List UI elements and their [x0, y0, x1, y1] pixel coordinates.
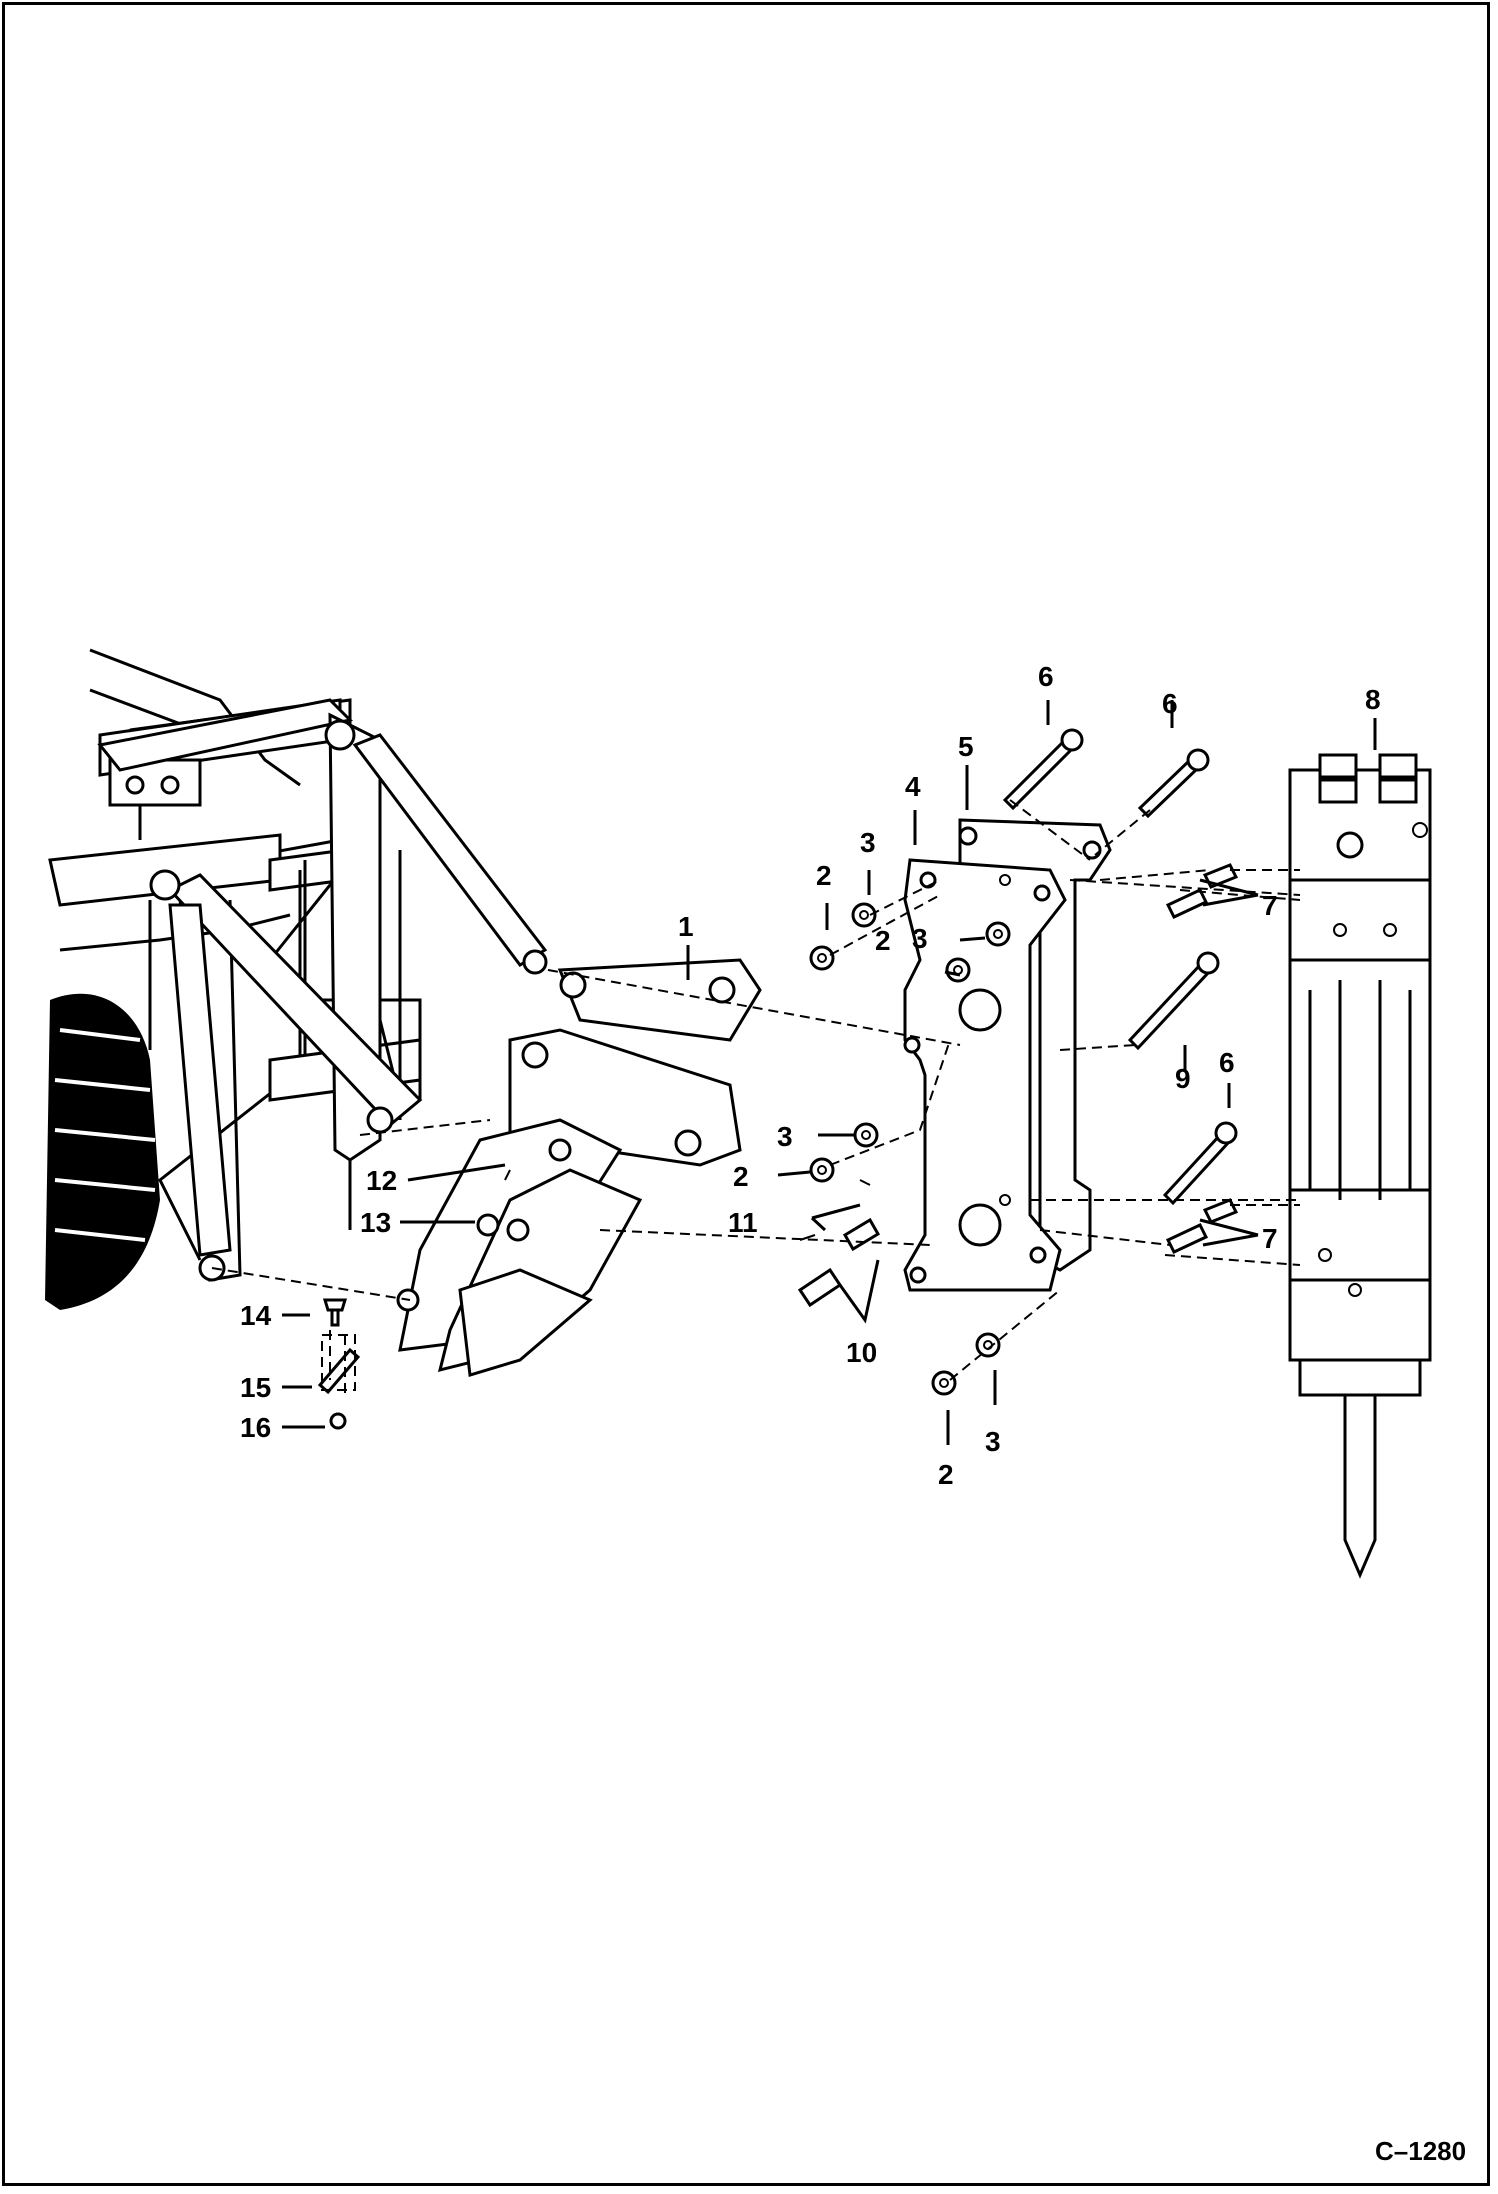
callout-11: 11 — [728, 1207, 758, 1238]
callout-16: 16 — [240, 1412, 271, 1443]
figure-reference: C–1280 — [1375, 2136, 1466, 2166]
callout-7b: 7 — [1262, 1223, 1278, 1254]
bolt-9 — [1127, 951, 1220, 1051]
callout-2d: 2 — [938, 1459, 954, 1490]
callout-3c: 3 — [777, 1121, 793, 1152]
bolt-6-lower — [1162, 1121, 1238, 1206]
callout-3b: 3 — [912, 923, 928, 954]
callout-7a: 7 — [1262, 890, 1278, 921]
callout-6b: 6 — [1162, 688, 1178, 719]
callout-4: 4 — [905, 771, 921, 802]
callout-10: 10 — [846, 1337, 877, 1368]
loader-frame — [48, 648, 422, 1282]
bolt-14 — [322, 1298, 348, 1327]
leader-lines — [282, 700, 1377, 1445]
pin-12 — [504, 1169, 511, 1181]
pin-11 — [799, 1179, 871, 1241]
callout-6c: 6 — [1219, 1047, 1235, 1078]
pin-15 — [317, 1347, 361, 1395]
adapter-plate-4 — [903, 858, 1067, 1292]
pins-10 — [797, 1217, 881, 1308]
callout-9: 9 — [1175, 1063, 1191, 1094]
tire — [45, 993, 160, 1310]
nuts-2 — [809, 945, 971, 1396]
assembly-lines — [211, 799, 1301, 1395]
pin-13 — [476, 1213, 500, 1237]
callout-3d: 3 — [985, 1426, 1001, 1457]
callout-3a: 3 — [860, 827, 876, 858]
callout-13: 13 — [360, 1207, 391, 1238]
callout-6a: 6 — [1038, 661, 1054, 692]
lift-arm-upper — [97, 698, 548, 1282]
callout-5: 5 — [958, 731, 974, 762]
hydraulic-breaker-8 — [1288, 753, 1432, 1579]
callout-2b: 2 — [875, 925, 891, 956]
mounting-bracket-1 — [396, 958, 762, 1377]
callout-12: 12 — [366, 1165, 397, 1196]
callout-8: 8 — [1365, 684, 1381, 715]
callout-2c: 2 — [733, 1161, 749, 1192]
callout-2a: 2 — [816, 860, 832, 891]
callout-15: 15 — [240, 1372, 271, 1403]
bolt-6-upper-left — [1002, 728, 1084, 811]
nut-16 — [329, 1412, 347, 1430]
callout-1: 1 — [678, 911, 694, 942]
bolt-6-upper-right — [1137, 748, 1210, 819]
callout-14: 14 — [240, 1300, 272, 1331]
frame-block — [108, 758, 202, 807]
callout-labels: 1 2 3 4 5 6 6 8 3 2 7 9 6 3 2 7 11 10 12… — [240, 661, 1381, 1490]
